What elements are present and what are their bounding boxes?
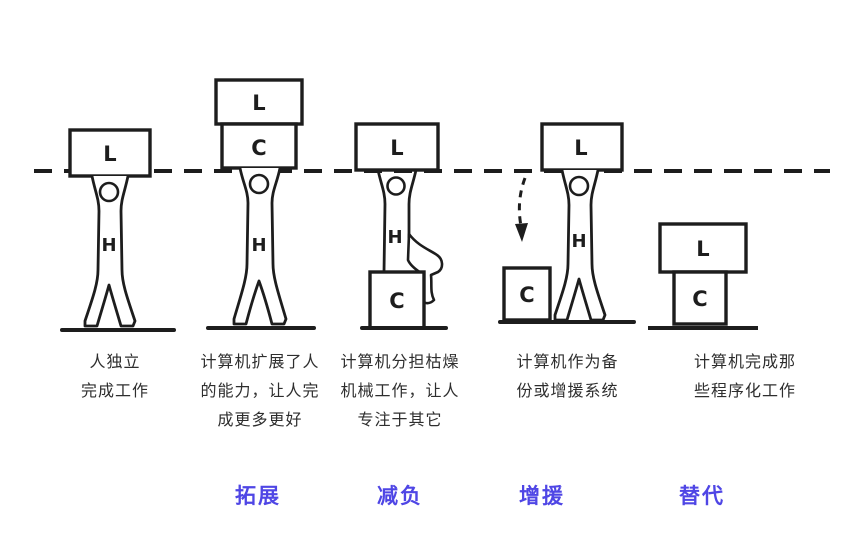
figure-backup: L H C <box>498 122 636 324</box>
person-body <box>83 175 137 328</box>
person-letter-h: H <box>571 231 586 252</box>
caption-line: 完成工作 <box>80 383 149 400</box>
box-letter-l: L <box>696 237 709 261</box>
caption-line: 人独立 <box>89 354 141 371</box>
person-head <box>98 181 120 203</box>
down-arrowhead-icon <box>515 223 528 242</box>
person-letter-h: H <box>101 235 116 256</box>
computer-box-c <box>672 270 728 326</box>
person-letter-h: H <box>251 235 266 256</box>
figure-caption: 计算机作为备 份或增援系统 <box>490 348 645 406</box>
box-letter-l: L <box>390 136 403 160</box>
mode-label-extend: 拓展 <box>235 485 281 508</box>
caption-line: 计算机作为备 <box>516 354 619 371</box>
mode-label-backup: 增援 <box>519 485 565 508</box>
person-body <box>232 167 288 326</box>
box-letter-c: C <box>251 136 266 160</box>
mode-label-replace: 替代 <box>679 485 725 508</box>
caption-line: 计算机扩展了人 <box>200 354 320 371</box>
figure-extend: L C H <box>206 78 316 330</box>
figure-caption: 计算机分担枯燥 机械工作，让人 专注于其它 <box>325 348 475 435</box>
person-head <box>568 175 590 197</box>
figure-caption: 人独立 完成工作 <box>40 348 190 406</box>
person-head <box>248 173 270 195</box>
computer-box-c <box>502 266 552 322</box>
caption-line: 成更多更好 <box>217 412 303 429</box>
task-box-l <box>354 122 440 172</box>
person-head <box>386 176 406 196</box>
figure-offload: L H C <box>354 122 448 330</box>
task-box-l <box>658 222 748 274</box>
caption-line: 专注于其它 <box>357 412 443 429</box>
figure-caption: 计算机完成那 些程序化工作 <box>665 348 825 406</box>
computer-box-c <box>220 122 298 170</box>
person-body-left <box>376 169 387 273</box>
caption-line: 机械工作，让人 <box>340 383 460 400</box>
box-letter-l: L <box>103 142 116 166</box>
task-box-l <box>540 122 624 172</box>
box-letter-l: L <box>252 91 265 115</box>
caption-line: 些程序化工作 <box>693 383 796 400</box>
figure-caption: 计算机扩展了人 的能力，让人完 成更多更好 <box>185 348 335 435</box>
box-letter-c: C <box>519 283 534 307</box>
person-letter-h: H <box>387 227 402 248</box>
dashed-down-arrow-icon <box>517 177 527 227</box>
box-letter-c: C <box>692 287 707 311</box>
caption-line: 计算机分担枯燥 <box>340 354 460 371</box>
mode-label-offload: 减负 <box>377 485 423 508</box>
caption-line: 计算机完成那 <box>693 354 796 371</box>
figure-replace: L C <box>648 222 758 330</box>
caption-line: 的能力，让人完 <box>200 383 320 400</box>
box-letter-c: C <box>389 289 404 313</box>
caption-line: 份或增援系统 <box>516 383 619 400</box>
person-body-right <box>407 169 418 238</box>
box-letter-l: L <box>574 136 587 160</box>
figure-human-alone: L H <box>60 128 176 332</box>
person-body <box>553 169 607 322</box>
